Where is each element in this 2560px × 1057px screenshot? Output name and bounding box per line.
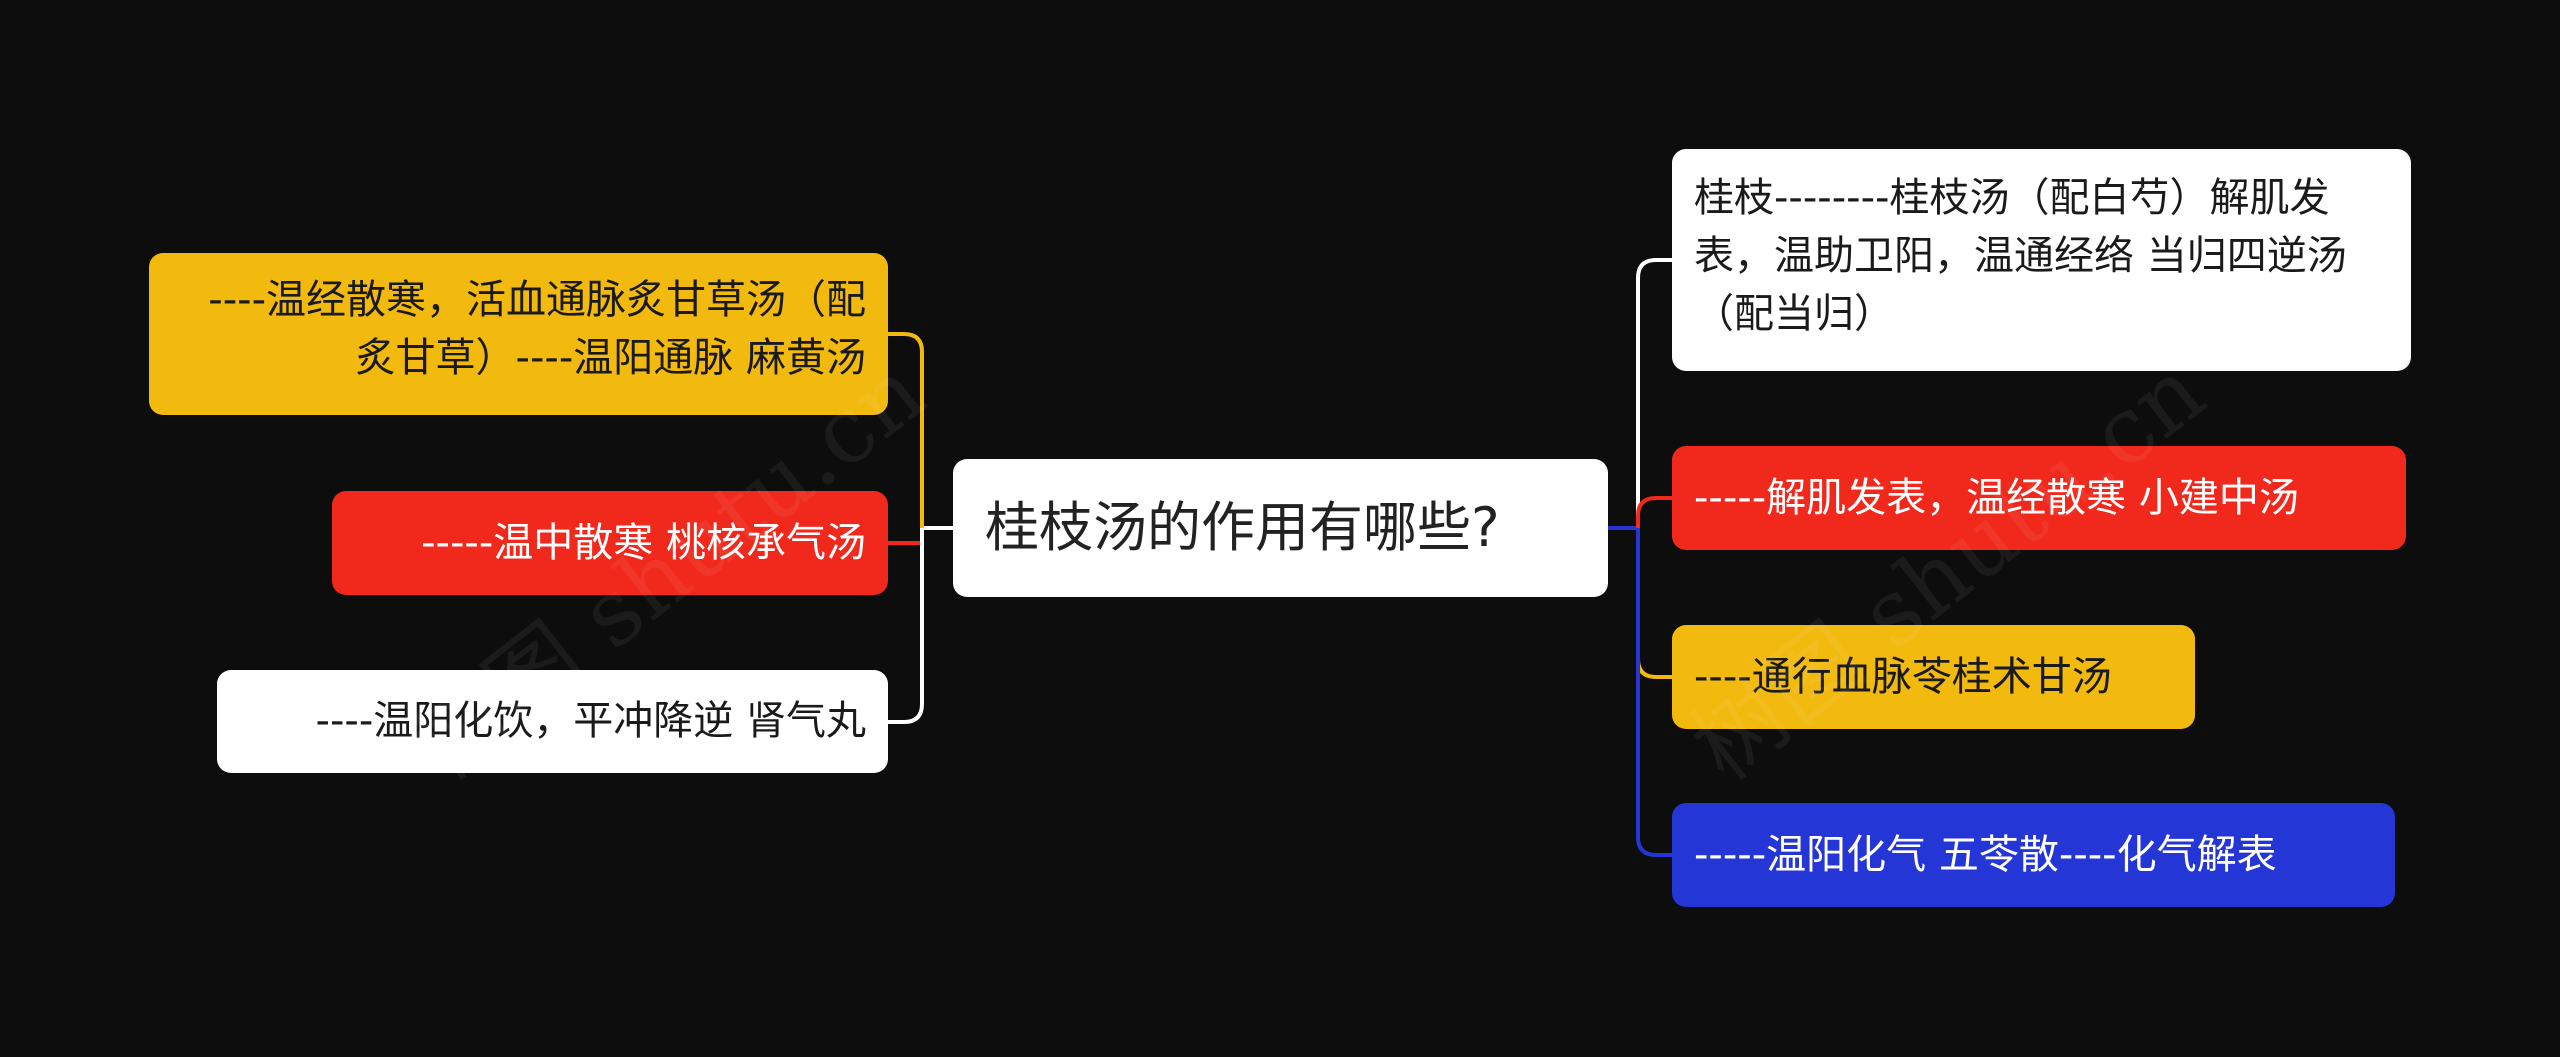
- left-node-2[interactable]: -----温中散寒 桃核承气汤: [332, 491, 888, 595]
- connector-right-2: [1636, 496, 1672, 528]
- right-node-4[interactable]: -----温阳化气 五苓散----化气解表: [1672, 803, 2395, 907]
- left-node-1[interactable]: ----温经散寒，活血通脉炙甘草汤（配炙甘草）----温阳通脉 麻黄汤: [149, 253, 888, 415]
- connector-left-1: [888, 332, 924, 528]
- connector-right-1: [1636, 258, 1672, 528]
- connector-left-3: [888, 528, 924, 724]
- left-node-3[interactable]: ----温阳化饮，平冲降逆 肾气丸: [217, 670, 888, 773]
- right-node-2[interactable]: -----解肌发表，温经散寒 小建中汤: [1672, 446, 2406, 550]
- right-node-1[interactable]: 桂枝--------桂枝汤（配白芍）解肌发表，温助卫阳，温通经络 当归四逆汤（配…: [1672, 149, 2411, 371]
- right-node-3[interactable]: ----通行血脉苓桂术甘汤: [1672, 625, 2195, 729]
- connector-right-4: [1636, 528, 1672, 857]
- connector-right-3: [1636, 528, 1672, 679]
- central-topic[interactable]: 桂枝汤的作用有哪些?: [953, 459, 1608, 597]
